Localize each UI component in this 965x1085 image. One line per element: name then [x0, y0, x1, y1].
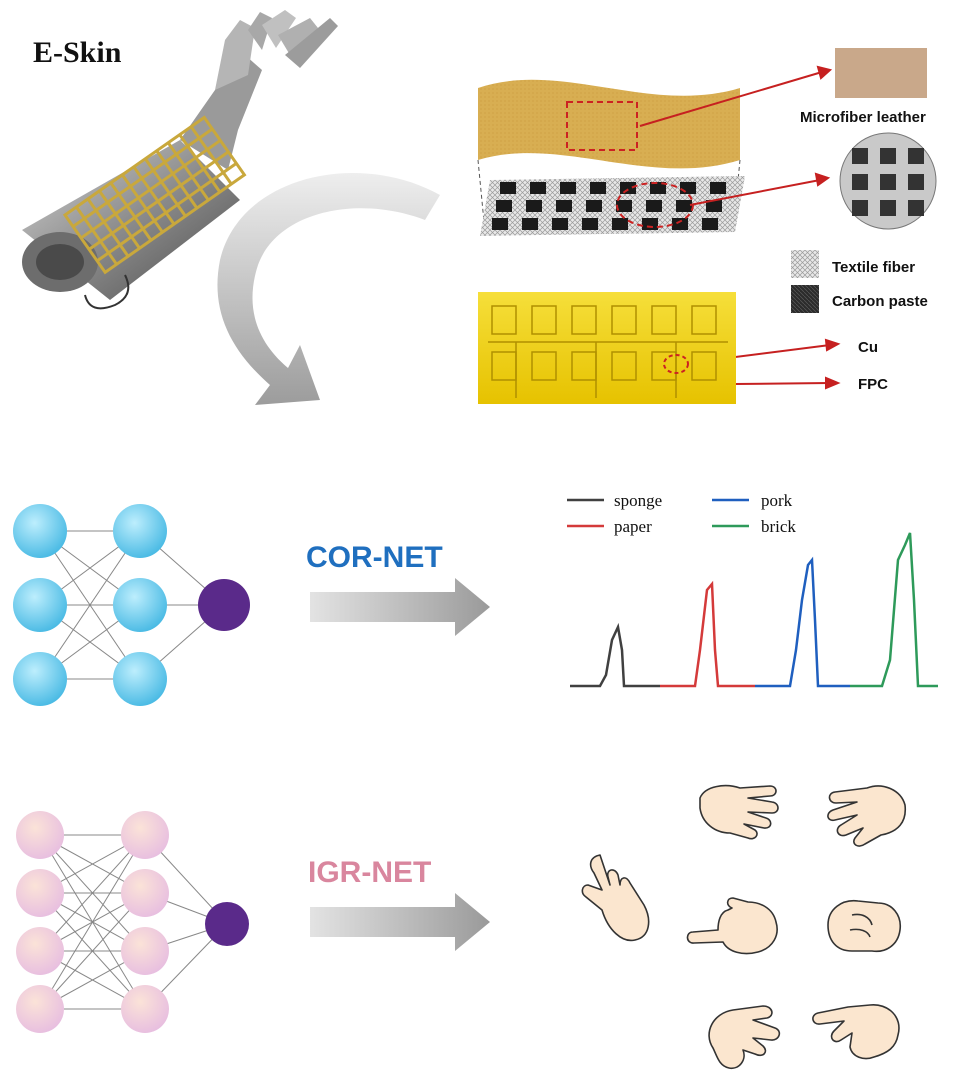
robotic-arm-illustration — [22, 10, 338, 310]
fpc-board — [478, 292, 736, 404]
hand-gesture-icon — [699, 784, 779, 840]
cor-net-label: COR-NET — [306, 541, 443, 574]
igr-output-node — [205, 902, 249, 946]
textile-fiber-swatch — [791, 250, 819, 278]
igr-net-network — [16, 811, 249, 1033]
label-textile-fiber: Textile fiber — [832, 259, 915, 276]
igr-hidden-node — [121, 927, 169, 975]
cor-output-node — [198, 579, 250, 631]
igr-input-node — [16, 811, 64, 859]
igr-hidden-node — [121, 985, 169, 1033]
cor-net-arrow — [310, 578, 490, 636]
label-cu: Cu — [858, 339, 878, 356]
hand-gesture-icon — [581, 854, 650, 942]
hand-gesture-icon — [827, 900, 902, 953]
hand-gesture-icon — [686, 897, 778, 955]
layer-stack — [477, 48, 937, 404]
label-fpc: FPC — [858, 376, 888, 393]
hand-gesture-icon — [708, 1005, 781, 1070]
cor-hidden-node — [113, 652, 167, 706]
label-carbon-paste: Carbon paste — [832, 293, 928, 310]
cor-input-node — [13, 578, 67, 632]
title: E-Skin — [33, 36, 122, 69]
label-microfiber-leather: Microfiber leather — [800, 109, 926, 126]
cor-input-node — [13, 504, 67, 558]
cor-hidden-node — [113, 578, 167, 632]
hand-gesture-icon — [827, 785, 907, 847]
igr-input-node — [16, 927, 64, 975]
legend-paper: paper — [614, 517, 652, 536]
signal-legend: sponge paper pork brick — [567, 491, 796, 536]
carbon-paste-swatch — [791, 285, 819, 313]
legend-pork: pork — [761, 491, 793, 510]
cor-input-node — [13, 652, 67, 706]
leather-swatch — [835, 48, 927, 98]
igr-input-node — [16, 869, 64, 917]
igr-hidden-node — [121, 811, 169, 859]
hand-gesture-icon — [812, 1004, 900, 1060]
cor-hidden-node — [113, 504, 167, 558]
igr-hidden-node — [121, 869, 169, 917]
cor-net-network — [13, 504, 250, 706]
hand-gestures — [581, 784, 907, 1070]
curved-transition-arrow — [217, 172, 440, 405]
legend-brick: brick — [761, 517, 796, 536]
signal-plot — [570, 532, 938, 688]
igr-net-arrow — [310, 893, 490, 951]
legend-sponge: sponge — [614, 491, 662, 510]
igr-net-label: IGR-NET — [308, 856, 431, 889]
igr-input-node — [16, 985, 64, 1033]
